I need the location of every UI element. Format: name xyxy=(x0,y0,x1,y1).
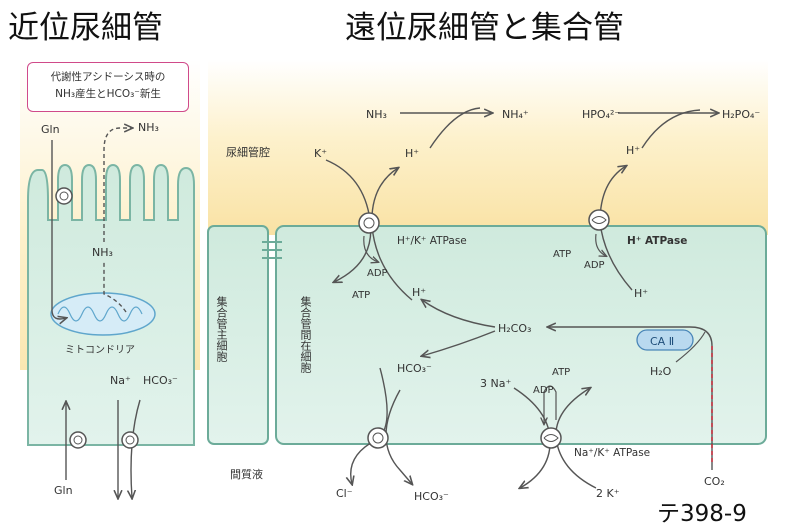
label-h2o: H₂O xyxy=(650,365,672,378)
label-na-proximal: Na⁺ xyxy=(110,374,131,387)
mito-to-nh3-arrow xyxy=(103,262,127,313)
label-3na: 3 Na⁺ xyxy=(480,377,511,390)
label-adp-left: ADP xyxy=(367,268,388,279)
distal-lumen-bg xyxy=(208,60,768,235)
label-atp-na: ATP xyxy=(552,367,570,378)
label-gln-top: Gln xyxy=(41,123,60,136)
label-h-cell-right: H⁺ xyxy=(634,287,648,300)
label-hco3-proximal: HCO₃⁻ xyxy=(143,374,178,387)
basal-transporter-gln xyxy=(69,431,87,449)
acidosis-note-box: 代謝性アシドーシス時の NH₃産生とHCO₃⁻新生 xyxy=(27,62,189,112)
label-nh4: NH₄⁺ xyxy=(502,108,529,121)
label-atp-right: ATP xyxy=(553,249,571,260)
ae1-exchanger xyxy=(367,427,389,449)
h-atpase-pump xyxy=(588,209,610,231)
nh3-secretion-arrow xyxy=(103,128,132,242)
label-k-lumen: K⁺ xyxy=(314,147,327,160)
label-hpo4: HPO₄²⁻ xyxy=(582,108,620,121)
label-h2co3: H₂CO₃ xyxy=(498,322,531,335)
label-hco3-out: HCO₃⁻ xyxy=(414,490,449,503)
label-adp-right: ADP xyxy=(584,260,605,271)
label-lumen: 尿細管腔 xyxy=(226,145,270,159)
nbc-transporter xyxy=(121,431,139,449)
label-hco3-cell: HCO₃⁻ xyxy=(397,362,432,375)
hk-atpase-pump xyxy=(358,212,380,234)
label-h-atpase: H⁺ ATPase xyxy=(627,235,687,247)
label-2k: 2 K⁺ xyxy=(596,487,620,500)
label-nh3-distal: NH₃ xyxy=(366,108,387,121)
mitochondria-cristae xyxy=(57,306,143,322)
vertical-label-intercalated: 集合管間在細胞 xyxy=(299,296,312,373)
label-adp-na: ADP xyxy=(533,385,554,396)
gln-uptake-arrow xyxy=(51,140,66,319)
label-h-cell-left: H⁺ xyxy=(412,286,426,299)
label-co2: CO₂ xyxy=(704,475,725,488)
label-h-lumen-left: H⁺ xyxy=(405,147,419,160)
vertical-label-principal: 集合管主細胞 xyxy=(215,296,228,362)
label-nh3-out: NH₃ xyxy=(138,121,159,134)
ca-reaction-arrow xyxy=(548,327,713,470)
principal-cell xyxy=(207,225,269,445)
label-cl: Cl⁻ xyxy=(336,487,353,500)
label-ca2: CA Ⅱ xyxy=(650,335,674,348)
ca2-badge xyxy=(636,329,694,351)
intercalated-cell xyxy=(275,225,767,445)
label-h2po4: H₂PO₄⁻ xyxy=(722,108,760,121)
h2co3-to-hco3-arrow xyxy=(422,330,496,356)
title-distal: 遠位尿細管と集合管 xyxy=(345,10,624,46)
na-k-atpase-pump xyxy=(540,427,562,449)
note-line-2: NH₃産生とHCO₃⁻新生 xyxy=(55,88,161,100)
label-interstitium: 間質液 xyxy=(230,467,263,481)
label-hk-atpase: H⁺/K⁺ ATPase xyxy=(397,235,467,247)
figure-code: テ398-9 xyxy=(657,501,747,527)
label-atp-left: ATP xyxy=(352,290,370,301)
title-proximal: 近位尿細管 xyxy=(8,10,163,46)
label-nh3-mid: NH₃ xyxy=(92,246,113,259)
h2co3-to-h-arrow xyxy=(422,300,496,328)
label-gln-bottom: Gln xyxy=(54,484,73,497)
label-na-k-atpase: Na⁺/K⁺ ATPase xyxy=(574,447,650,459)
note-line-1: 代謝性アシドーシス時の xyxy=(50,71,166,83)
label-h-lumen-right: H⁺ xyxy=(626,144,640,157)
label-mitochondria: ミトコンドリア xyxy=(65,345,135,356)
mitochondria-shape xyxy=(50,292,156,336)
gln-transporter xyxy=(55,187,73,205)
